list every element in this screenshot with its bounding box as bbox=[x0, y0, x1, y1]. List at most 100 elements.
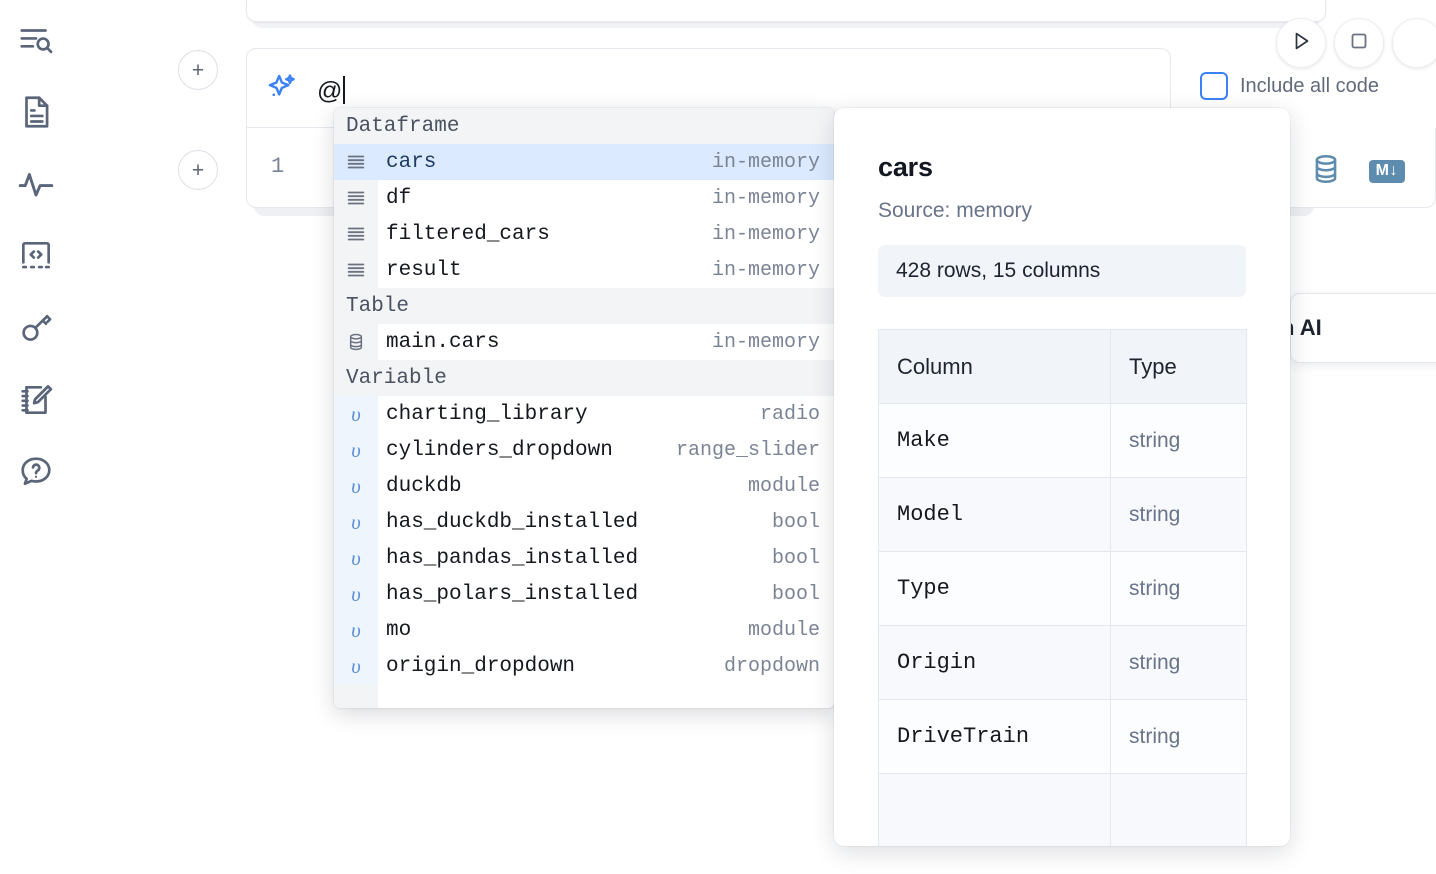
schema-column-type: string bbox=[1110, 403, 1247, 478]
sparkles-icon bbox=[265, 71, 299, 105]
run-controls bbox=[1276, 18, 1436, 68]
autocomplete-item-name: filtered_cars bbox=[386, 222, 550, 246]
include-all-code-row[interactable]: Include all code bbox=[1200, 72, 1379, 100]
add-cell-button-top[interactable]: + bbox=[178, 50, 218, 90]
autocomplete-item-name: has_duckdb_installed bbox=[386, 510, 639, 534]
schema-column-name bbox=[878, 773, 1111, 846]
scratchpad-icon bbox=[17, 381, 55, 419]
more-button[interactable] bbox=[1392, 18, 1436, 68]
text-caret bbox=[343, 75, 346, 104]
variable-icon: υ bbox=[334, 468, 378, 504]
autocomplete-item-meta: radio bbox=[759, 402, 820, 426]
database-icon bbox=[334, 324, 378, 360]
autocomplete-item[interactable]: cars in-memory bbox=[334, 144, 834, 180]
autocomplete-item-name: cylinders_dropdown bbox=[386, 438, 613, 462]
schema-column-name: Type bbox=[878, 551, 1111, 626]
sidebar-item-help[interactable] bbox=[14, 450, 58, 494]
autocomplete-item-name: result bbox=[386, 258, 462, 282]
sidebar-item-secrets[interactable] bbox=[14, 306, 58, 350]
sidebar-item-file-search[interactable] bbox=[14, 18, 58, 62]
autocomplete-item-meta: in-memory bbox=[711, 258, 820, 282]
schema-column-type: string bbox=[1110, 551, 1247, 626]
ai-prompt-input[interactable]: @ bbox=[317, 71, 346, 106]
autocomplete-item-meta: in-memory bbox=[711, 150, 820, 174]
autocomplete-item-meta: module bbox=[747, 618, 820, 642]
schema-column-name: Make bbox=[878, 403, 1111, 478]
autocomplete-item-meta: in-memory bbox=[711, 222, 820, 246]
chat-with-ai-popover[interactable]: h AI bbox=[1290, 293, 1436, 363]
activity-icon bbox=[17, 165, 55, 203]
schema-column-type: string bbox=[1110, 625, 1247, 700]
stop-square-icon bbox=[1347, 29, 1371, 58]
autocomplete-item[interactable]: υ charting_library radio bbox=[334, 396, 834, 432]
autocomplete-item-name: cars bbox=[386, 150, 437, 174]
code-snippet-icon bbox=[17, 237, 55, 275]
dataframe-rows-icon bbox=[334, 252, 378, 288]
autocomplete-item-meta: bool bbox=[771, 510, 820, 534]
autocomplete-group-header: Variable bbox=[334, 360, 834, 396]
schema-table-header-row: Column Type bbox=[878, 329, 1247, 404]
sidebar-item-document[interactable] bbox=[14, 90, 58, 134]
schema-column-name: Origin bbox=[878, 625, 1111, 700]
autocomplete-item-name: has_polars_installed bbox=[386, 582, 639, 606]
schema-header-column: Column bbox=[878, 329, 1111, 404]
dataframe-rows-icon bbox=[334, 216, 378, 252]
dataframe-detail-panel: cars Source: memory 428 rows, 15 columns… bbox=[834, 108, 1290, 846]
autocomplete-item-meta: in-memory bbox=[711, 186, 820, 210]
autocomplete-item-name: has_pandas_installed bbox=[386, 546, 639, 570]
autocomplete-item-meta: module bbox=[747, 474, 820, 498]
sidebar-item-snippets[interactable] bbox=[14, 234, 58, 278]
sidebar-item-scratchpad[interactable] bbox=[14, 378, 58, 422]
stop-button[interactable] bbox=[1334, 18, 1384, 68]
autocomplete-item[interactable]: filtered_cars in-memory bbox=[334, 216, 834, 252]
chat-with-ai-label: h AI bbox=[1291, 315, 1322, 340]
schema-column-name: DriveTrain bbox=[878, 699, 1111, 774]
dataframe-rows-icon bbox=[334, 180, 378, 216]
autocomplete-item-name: mo bbox=[386, 618, 412, 642]
autocomplete-item-name: charting_library bbox=[386, 402, 588, 426]
detail-source: Source: memory bbox=[878, 199, 1033, 222]
schema-column-type: string bbox=[1110, 477, 1247, 552]
cell-icon-group: M↓ bbox=[1309, 152, 1405, 191]
schema-column-name: Model bbox=[878, 477, 1111, 552]
autocomplete-item-name: main.cars bbox=[386, 330, 500, 354]
variable-icon: υ bbox=[334, 648, 378, 684]
schema-header-type: Type bbox=[1110, 329, 1247, 404]
schema-table-row-partial bbox=[878, 773, 1247, 846]
cell-shadow-top bbox=[252, 18, 1320, 28]
include-all-code-label: Include all code bbox=[1240, 74, 1379, 97]
add-cell-button-bottom[interactable]: + bbox=[178, 150, 218, 190]
database-icon[interactable] bbox=[1309, 152, 1343, 191]
run-button[interactable] bbox=[1276, 18, 1326, 68]
autocomplete-item[interactable]: result in-memory bbox=[334, 252, 834, 288]
autocomplete-group-header: Table bbox=[334, 288, 834, 324]
autocomplete-item-name: duckdb bbox=[386, 474, 462, 498]
schema-column-type bbox=[1110, 773, 1247, 846]
markdown-badge[interactable]: M↓ bbox=[1368, 160, 1405, 183]
ai-prompt-value: @ bbox=[317, 76, 343, 105]
variable-icon: υ bbox=[334, 612, 378, 648]
left-sidebar bbox=[0, 0, 72, 874]
dataframe-rows-icon bbox=[334, 144, 378, 180]
sidebar-item-variables[interactable] bbox=[14, 162, 58, 206]
line-number: 1 bbox=[271, 154, 285, 179]
file-search-icon bbox=[17, 21, 55, 59]
variable-icon: υ bbox=[334, 396, 378, 432]
include-all-code-checkbox[interactable] bbox=[1200, 72, 1228, 100]
